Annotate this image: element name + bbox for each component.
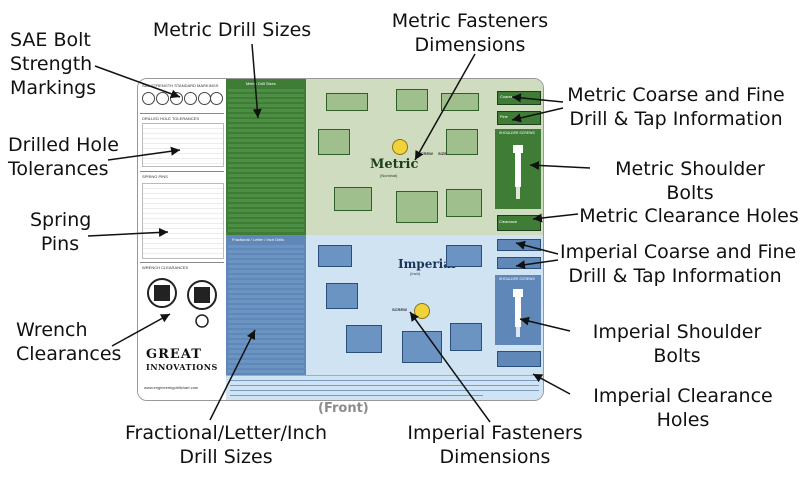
footnote-strip — [226, 375, 543, 400]
callout-spring-pins: Spring Pins — [30, 209, 92, 255]
callout-imperial-clearance-holes: Imperial Clearance Holes — [593, 385, 773, 431]
sae-header: SAE STRENGTH STANDARD MARKINGS — [142, 83, 219, 88]
wrench-diagram — [142, 273, 222, 333]
callout-metric-shoulder-bolts: Metric Shoulder Bolts — [615, 158, 765, 204]
spring-header: SPRING PINS — [142, 174, 168, 179]
spring-table — [142, 183, 224, 259]
front-label: (Front) — [318, 401, 369, 416]
imperial-title: Imperial — [398, 257, 456, 271]
fractional-drill-sizes-table: Fractional / Letter / Inch Drills — [226, 235, 306, 400]
drilled-table — [142, 123, 224, 167]
imperial-fasteners-panel: Imperial (Inch) SCREW — [306, 235, 493, 375]
callout-fractional-drill-sizes: Fractional/Letter/Inch Drill Sizes — [124, 422, 328, 468]
callout-sae-bolt-strength: SAE Bolt Strength Markings — [10, 29, 97, 99]
callout-drilled-hole-tolerances: Drilled Hole Tolerances — [8, 134, 119, 180]
callout-imperial-shoulder-bolts: Imperial Shoulder Bolts — [592, 321, 762, 367]
callout-wrench-clearances: Wrench Clearances — [16, 319, 122, 365]
metric-clearance-box — [497, 215, 541, 231]
imperial-shoulder-screws-box: SHOULDER SCREWS — [495, 275, 541, 345]
callout-metric-coarse-fine: Metric Coarse and Fine Drill & Tap Infor… — [567, 84, 785, 130]
wrench-header: WRENCH CLEARANCES — [142, 265, 189, 270]
metric-title: Metric — [370, 157, 419, 172]
left-info-column: SAE STRENGTH STANDARD MARKINGS DRILLED H… — [138, 79, 226, 400]
imperial-clearance-box — [497, 351, 541, 367]
metric-tap-shoulder-column: Coarse Fine SHOULDER SCREWS Clearance — [493, 79, 543, 235]
engineering-chart-card: SAE STRENGTH STANDARD MARKINGS DRILLED H… — [137, 78, 544, 401]
metric-nut-icon — [392, 139, 408, 155]
website-text: www.engineeringdrillchart.com — [144, 385, 199, 390]
great-innovations-logo: GREAT INNOVATIONS — [146, 347, 218, 372]
drilled-header: DRILLED HOLE TOLERANCES — [142, 116, 199, 121]
callout-imperial-fasteners: Imperial Fasteners Dimensions — [407, 422, 583, 468]
callout-metric-drill-sizes: Metric Drill Sizes — [152, 19, 312, 41]
metric-drill-sizes-table: Metric Drill Sizes — [226, 79, 306, 235]
callout-metric-clearance-holes: Metric Clearance Holes — [579, 205, 799, 227]
imperial-tap-shoulder-column: SHOULDER SCREWS — [493, 235, 543, 375]
callout-metric-fasteners: Metric Fasteners Dimensions — [391, 10, 549, 56]
callout-imperial-coarse-fine: Imperial Coarse and Fine Drill & Tap Inf… — [560, 241, 797, 287]
